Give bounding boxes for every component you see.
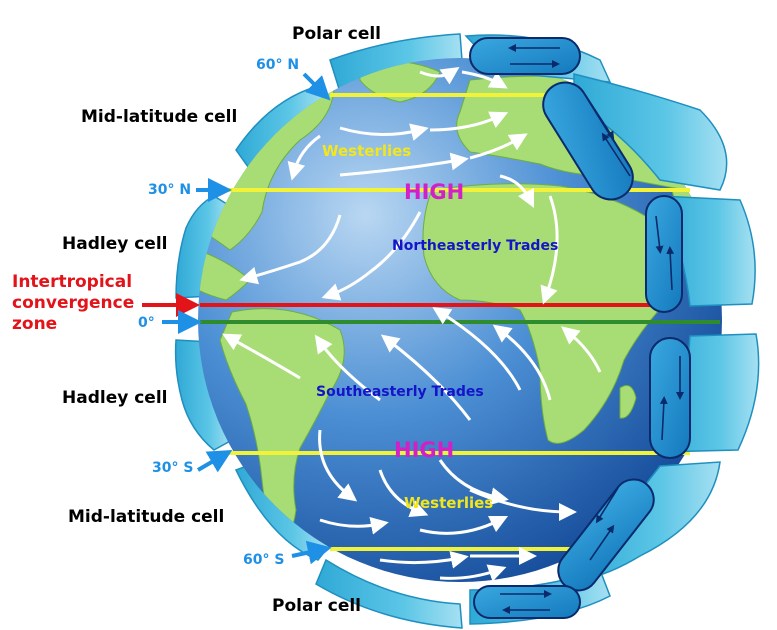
polar-cell-south-label: Polar cell [272,596,362,616]
land-south-america [219,308,345,549]
circulation-loop-arrow-icon [649,337,691,459]
wind-arrow-icon [319,516,389,535]
southeasterly-trades-label: Southeasterly Trades [316,384,484,400]
westerlies-south-label: Westerlies [404,494,494,512]
wind-arrow-icon [287,134,321,181]
wind-arrow-icon [540,195,559,305]
latitude-30n-label: 30° N [148,182,192,198]
wind-arrow-icon [419,515,509,535]
wind-arrow-icon [561,326,602,373]
wind-arrow-icon [419,67,460,85]
wind-arrow-icon [339,123,429,141]
equator-label: 0° [138,315,155,331]
itcz-label-line2: convergence [12,293,135,313]
latitude-pointer-arrow-icon [291,540,332,565]
wind-arrow-icon [379,550,469,569]
wind-arrow-icon [239,214,342,285]
hadley-cell-north-label: Hadley cell [62,234,168,254]
circulation-loop-arrow-icon [585,95,615,140]
wind-arrow-icon [461,70,508,89]
land-africa [422,183,678,444]
circulation-loop-arrow-icon [469,37,581,75]
wind-arrow-icon [492,324,552,401]
mid-latitude-cell-south-label: Mid-latitude cell [68,507,225,527]
wind-arrow-icon [439,564,507,582]
wind-arrow-icon [314,334,381,402]
circulation-loop-arrow-icon [473,585,581,619]
wind-arrow-icon [438,459,509,506]
land-madagascar [619,385,637,419]
wind-arrow-icon [222,333,301,380]
wind-arrow-icon [378,469,429,518]
itcz-label-line3: zone [12,314,58,334]
mid-latitude-cell-north-label: Mid-latitude cell [81,107,238,127]
westerlies-north-label: Westerlies [322,142,412,160]
polar-cell-north-label: Polar cell [292,24,382,44]
latitude-pointers [142,72,332,565]
land-central-america [198,249,251,301]
high-pressure-south-label: HIGH [394,438,455,462]
wind-arrow-icon [321,211,422,301]
circulation-loop-arrow-icon [595,487,619,524]
hadley-cell-south-label: Hadley cell [62,388,168,408]
itcz-label-line1: Intertropical [12,272,133,292]
circulation-loop-arrow-icon [666,246,675,291]
wind-arrow-icon [432,307,522,391]
loop-arrows [500,44,684,614]
wind-arrow-icon [429,111,509,132]
latitude-pointer-arrow-icon [196,449,233,473]
latitude-pointer-arrow-icon [302,72,331,101]
wind-arrow-icon [469,488,577,521]
latitude-30s-label: 30° S [152,460,194,476]
circulation-loop-arrow-icon [589,524,615,561]
circulation-loop-arrow-icon [601,132,631,177]
polar-cell-band-south [315,558,463,629]
wind-arrow-icon [380,334,472,421]
circulation-loop-arrow-icon [645,195,683,313]
circulation-loop-arrow-icon [542,81,634,201]
wind-arrow-icon [499,174,535,209]
wind-arrow-icon [318,429,358,502]
circulation-loop-arrow-icon [659,396,668,441]
wind-arrow-icon [469,133,528,160]
wind-arrow-icon [339,152,469,177]
latitude-60s-label: 60° S [243,552,285,568]
high-pressure-north-label: HIGH [404,180,465,204]
circulation-loop-arrow-icon [655,215,664,254]
northeasterly-trades-label: Northeasterly Trades [392,238,559,254]
wind-arrows [222,67,602,582]
latitude-60n-label: 60° N [256,57,300,73]
